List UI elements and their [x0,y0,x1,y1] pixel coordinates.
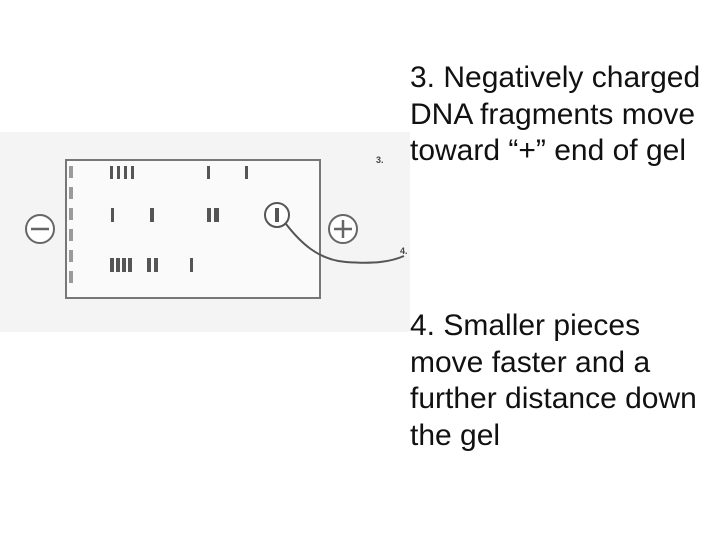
gel-well [69,250,73,262]
dna-band [124,166,127,179]
dna-band [190,258,193,272]
dna-band [214,208,219,222]
gel-well [69,187,73,199]
dna-band [207,166,210,179]
highlighted-band [265,203,289,227]
dna-band [131,166,134,179]
dna-band [110,166,113,179]
dna-band [147,258,151,272]
dna-band [110,258,114,272]
dna-band [207,208,211,222]
dna-band [245,166,248,179]
gel-well [69,271,73,283]
gel-box [66,160,320,298]
callout-text-3: 3. Negatively charged DNA fragments move… [410,60,710,170]
dna-band [128,258,132,272]
gel-well [69,166,73,178]
minus-circle-icon [26,215,54,243]
dna-band [122,258,126,272]
figure-step-number-4: 4. [400,246,408,256]
figure-step-number-3: 3. [376,155,384,165]
gel-well [69,229,73,241]
dna-band [111,208,114,222]
dna-band [154,258,158,272]
callout-text-4: 4. Smaller pieces move faster and a furt… [410,308,710,454]
dna-band [116,258,120,272]
plus-circle-icon [329,215,357,243]
dna-band [150,208,154,222]
dna-band [117,166,120,179]
gel-well [69,208,73,220]
